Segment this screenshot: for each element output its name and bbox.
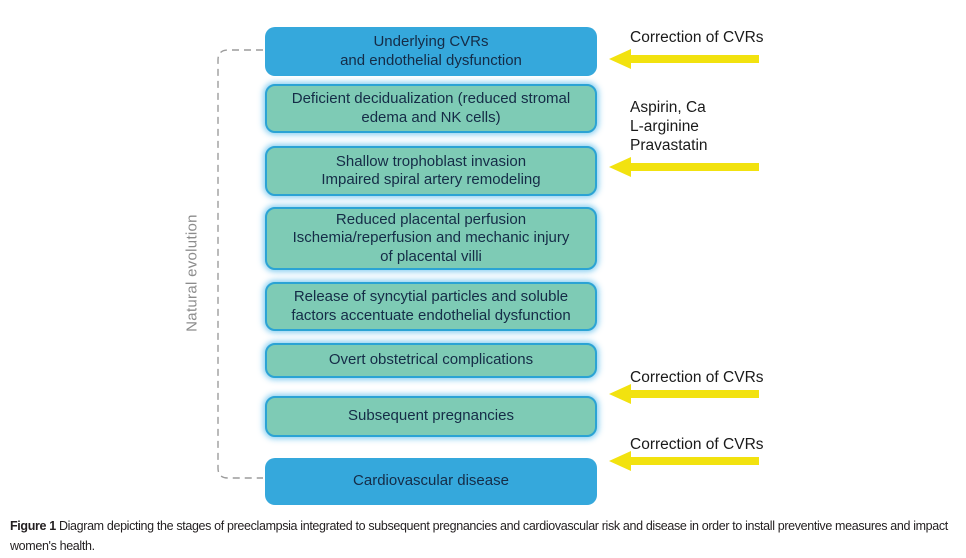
stage-deficient-decidualization: Deficient decidualization (reduced strom…	[265, 84, 597, 133]
natural-evolution-bracket	[217, 49, 263, 479]
left-arrow-icon	[609, 450, 759, 472]
intervention-label-correction-cvrs-2: Correction of CVRs	[630, 369, 764, 386]
figure-caption: Figure 1 Diagram depicting the stages of…	[10, 516, 956, 556]
figure-caption-label: Figure 1	[10, 519, 56, 533]
stage-syncytial-particles-release: Release of syncytial particles and solub…	[265, 282, 597, 331]
left-arrow-icon	[609, 156, 759, 178]
left-arrow-icon	[609, 383, 759, 405]
intervention-label-correction-cvrs-3: Correction of CVRs	[630, 436, 764, 453]
left-arrow-icon	[609, 48, 759, 70]
figure-caption-text: Diagram depicting the stages of preeclam…	[10, 519, 948, 553]
intervention-label-aspirin-ca-larginine-pravastatin: Aspirin, Ca L-arginine Pravastatin	[630, 99, 708, 155]
stage-cardiovascular-disease: Cardiovascular disease	[265, 458, 597, 505]
stage-reduced-placental-perfusion: Reduced placental perfusion Ischemia/rep…	[265, 207, 597, 270]
stage-shallow-trophoblast-invasion: Shallow trophoblast invasion Impaired sp…	[265, 146, 597, 196]
stage-overt-obstetrical-complications: Overt obstetrical complications	[265, 343, 597, 378]
natural-evolution-label: Natural evolution	[183, 214, 201, 332]
intervention-label-correction-cvrs-1: Correction of CVRs	[630, 29, 764, 46]
stage-subsequent-pregnancies: Subsequent pregnancies	[265, 396, 597, 437]
stage-underlying-cvrs: Underlying CVRs and endothelial dysfunct…	[265, 27, 597, 76]
